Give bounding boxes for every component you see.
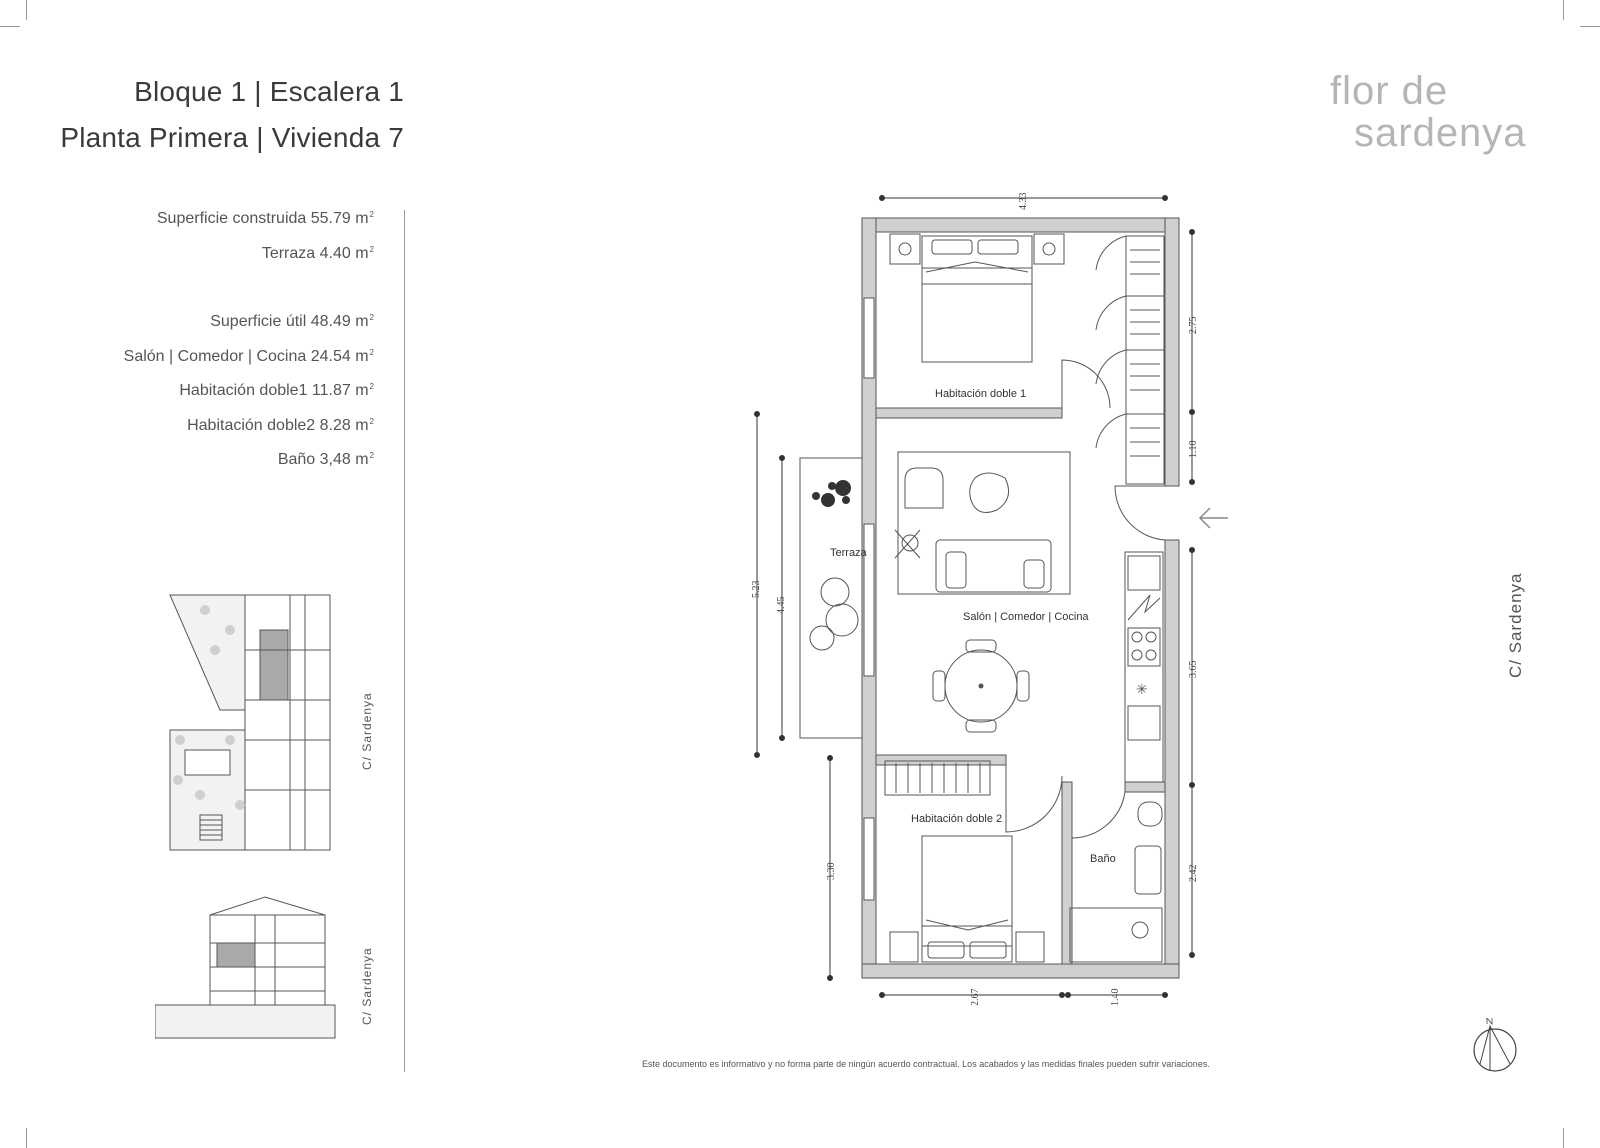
section-base (155, 1004, 336, 1039)
disclaimer: Este documento es informativo y no forma… (642, 1059, 1210, 1069)
superscript: 2 (369, 313, 374, 322)
dim-right-4: 2.42 (1188, 865, 1199, 883)
doors (1005, 359, 1166, 839)
wardrobe (1095, 235, 1165, 485)
superscript: 2 (369, 451, 374, 460)
building-section (155, 896, 336, 1039)
walls (861, 217, 1180, 979)
room-label-bedroom-1: Habitación doble 1 (935, 388, 1026, 400)
logo-line-2: sardenya (1354, 111, 1527, 155)
crop-mark (26, 1128, 27, 1148)
superscript: 2 (369, 245, 374, 254)
living-furniture (894, 451, 1071, 595)
floor-plan: ✳ 4.33 5.23 4.45 3.30 (751, 193, 1199, 1006)
door-bedroom-2 (1005, 765, 1063, 833)
dim-left-bottom: 3.30 (826, 863, 837, 881)
crop-mark (1580, 26, 1600, 27)
block-stair-title: Bloque 1 | Escalera 1 (134, 76, 404, 107)
cooktop-extractor-icon: ✳ (1136, 681, 1148, 697)
dim-bottom-1: 2.67 (970, 989, 981, 1006)
dim-left-total: 5.23 (751, 581, 762, 599)
site-street-label: C/ Sardenya (360, 692, 374, 770)
room-label-terrace: Terraza (830, 547, 868, 559)
spec-bedroom-1: Habitación doble1 11.87 m2 (179, 382, 374, 400)
spec-built-area: Superficie construida 55.79 m2 (157, 210, 374, 228)
room-label-bathroom: Baño (1090, 853, 1116, 865)
dimension-lines (754, 195, 1195, 998)
section-roof (209, 896, 326, 916)
spec-text: Superficie construida 55.79 m (156, 210, 369, 227)
dim-bottom-2: 1.40 (1110, 989, 1121, 1006)
room-label-bedroom-2: Habitación doble 2 (911, 813, 1002, 825)
section-street-label: C/ Sardenya (360, 947, 374, 1025)
spec-text: Terraza 4.40 m (261, 245, 369, 262)
dim-right-2: 1.10 (1188, 441, 1199, 459)
window-bedroom-2 (863, 817, 875, 901)
door-bedroom-1 (1061, 359, 1111, 409)
bedroom-1-furniture (889, 233, 1065, 409)
kitchen (1124, 551, 1164, 783)
north-arrow-icon (1473, 1018, 1517, 1072)
plant-icon (812, 480, 851, 507)
bathroom-fixtures (1069, 801, 1163, 963)
dim-right-1: 2.75 (1188, 317, 1199, 335)
spec-living: Salón | Comedor | Cocina 24.54 m2 (124, 348, 374, 366)
spec-bathroom: Baño 3,48 m2 (278, 451, 374, 469)
dim-top: 4.33 (1018, 193, 1029, 211)
spec-text: Superficie útil 48.49 m (210, 313, 369, 330)
window-bedroom-1 (863, 297, 875, 379)
street-label: C/ Sardenya (1506, 572, 1525, 679)
dim-right-3: 3.65 (1188, 661, 1199, 679)
superscript: 2 (369, 382, 374, 391)
bedroom-2-furniture (884, 760, 1045, 963)
crop-mark (26, 0, 27, 20)
door-bathroom (1071, 782, 1126, 839)
dim-left-terrace: 4.45 (776, 597, 787, 615)
window-living (863, 523, 875, 677)
spec-terrace: Terraza 4.40 m2 (262, 245, 374, 263)
crop-mark (1563, 1128, 1564, 1148)
spec-text: Salón | Comedor | Cocina 24.54 m (123, 348, 369, 365)
site-highlight-unit (259, 629, 289, 701)
site-pool (184, 749, 231, 776)
spec-text: Habitación doble1 11.87 m (179, 382, 369, 399)
room-label-living: Salón | Comedor | Cocina (963, 611, 1089, 623)
floor-unit-title: Planta Primera | Vivienda 7 (60, 122, 404, 153)
spec-usable-area: Superficie útil 48.49 m2 (210, 313, 374, 331)
site-plan (169, 594, 331, 851)
arrow-left-icon (1198, 507, 1228, 529)
superscript: 2 (369, 348, 374, 357)
spec-text: Baño 3,48 m (277, 451, 369, 468)
section-highlight-floor (216, 942, 256, 968)
brand-logo: flor de sardenya (1330, 70, 1527, 154)
vertical-divider (404, 210, 405, 1072)
door-entrance (1114, 485, 1166, 541)
superscript: 2 (369, 417, 374, 426)
spec-bedroom-2: Habitación doble2 8.28 m2 (187, 417, 374, 435)
crop-mark (0, 26, 20, 27)
superscript: 2 (369, 210, 374, 219)
dining-table (932, 639, 1030, 733)
logo-line-1: flor de (1330, 69, 1449, 113)
terrace-furniture (809, 577, 859, 651)
crop-mark (1563, 0, 1564, 20)
spec-text: Habitación doble2 8.28 m (187, 417, 369, 434)
